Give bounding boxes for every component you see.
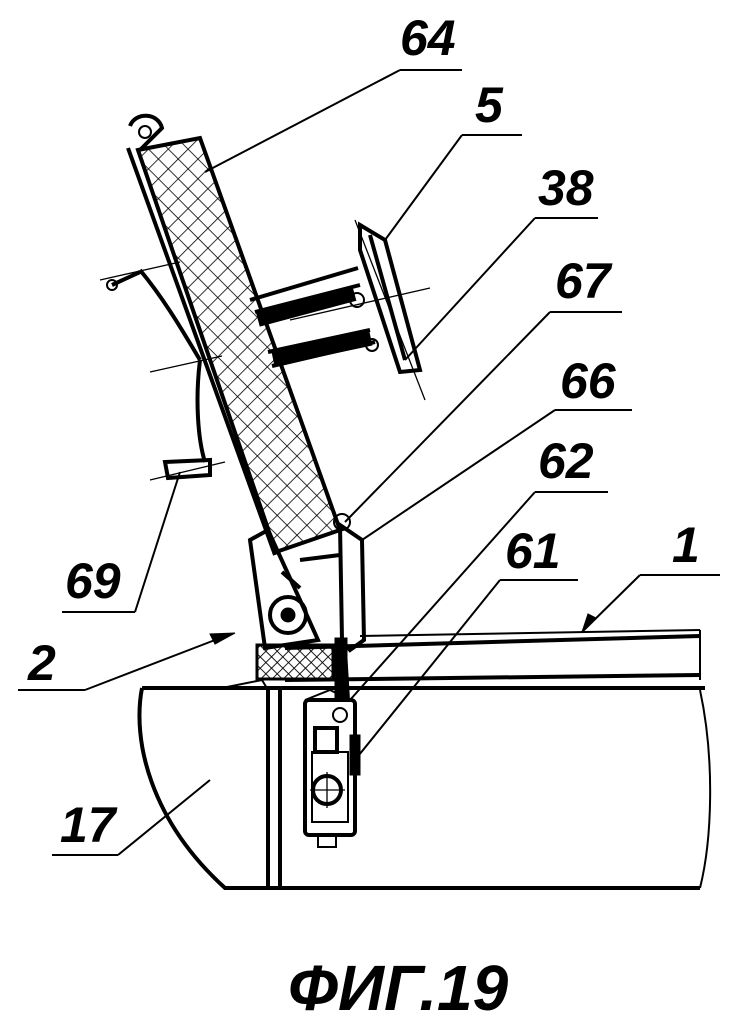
label-67: 67 [555,253,613,309]
latch-69 [99,261,226,481]
label-69: 69 [65,553,121,609]
label-62: 62 [538,433,594,489]
label-5: 5 [475,77,504,133]
reference-labels: 64 5 38 67 66 62 61 1 69 2 17 [27,10,700,853]
lock-mechanism [303,688,361,848]
label-1: 1 [672,517,700,573]
label-61: 61 [505,523,561,579]
label-66: 66 [560,353,617,409]
body-17 [137,678,712,890]
panel-64 [126,113,343,556]
label-64: 64 [400,10,456,66]
hinge-bracket [247,527,341,651]
leader-lines [18,69,720,856]
label-38: 38 [538,160,594,216]
figure-caption: ФИГ.19 [288,952,509,1024]
label-2: 2 [27,635,56,691]
label-17: 17 [60,797,118,853]
handle-5-38 [249,219,431,401]
